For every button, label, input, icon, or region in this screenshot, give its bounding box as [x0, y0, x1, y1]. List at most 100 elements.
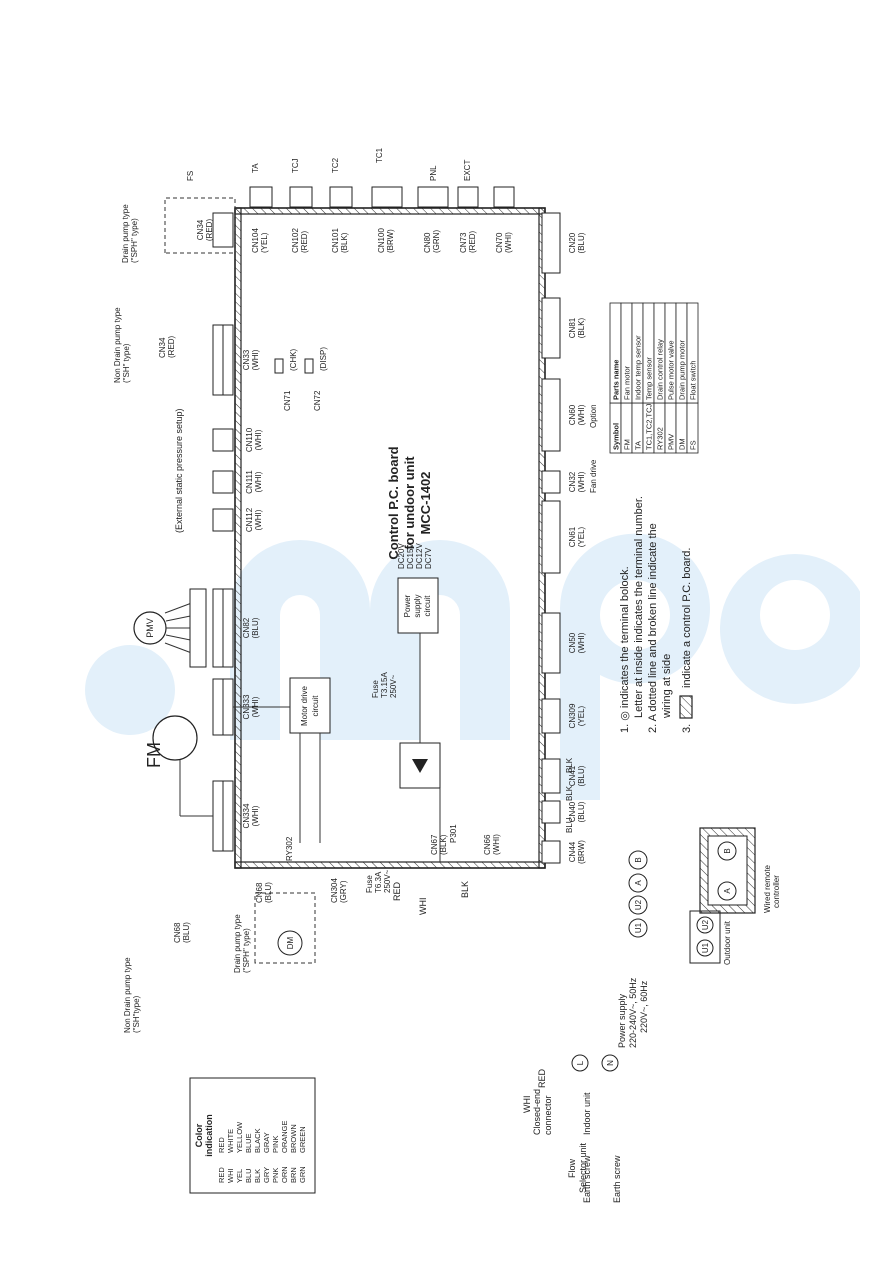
svg-text:CN66: CN66: [483, 834, 492, 855]
color-name: BLACK: [253, 1128, 262, 1153]
svg-text:Fuse: Fuse: [371, 680, 380, 698]
svg-text:U2: U2: [634, 899, 643, 910]
svg-text:DC7V: DC7V: [424, 547, 433, 569]
connector-cn104: CN104 (YEL) TA: [249, 163, 273, 253]
svg-text:circuit: circuit: [311, 695, 320, 717]
svg-text:(BLU): (BLU): [577, 232, 586, 253]
svg-text:wiring at side: wiring at side: [661, 654, 673, 719]
connector-cn50: CN50 (WHI): [541, 612, 586, 674]
color-name: BLUE: [244, 1133, 253, 1153]
color-legend-subtitle: indication: [204, 1114, 214, 1157]
rectifier: [399, 742, 441, 789]
svg-text:PMV: PMV: [145, 618, 155, 638]
parts-table-symbol: FS: [689, 440, 698, 450]
color-name: RED: [217, 1137, 226, 1153]
svg-text:(BLU): (BLU): [577, 801, 586, 822]
svg-text:CN334: CN334: [242, 803, 251, 828]
svg-text:BLK: BLK: [460, 881, 470, 898]
svg-text:A: A: [723, 888, 732, 894]
svg-text:B: B: [634, 857, 643, 862]
color-code: ORN: [280, 1166, 289, 1183]
svg-text:CN32: CN32: [568, 471, 577, 492]
svg-text:Closed-end: Closed-end: [532, 1089, 542, 1135]
connector-cn101: CN101 (BLK) TC2: [329, 157, 353, 253]
svg-text:3.: 3.: [681, 724, 693, 733]
svg-text:CN110: CN110: [245, 427, 254, 452]
parts-table-symbol: FM: [623, 439, 632, 450]
parts-table-symbol: DM: [678, 438, 687, 450]
svg-text:Letter at inside indicates the: Letter at inside indicates the terminal …: [633, 496, 645, 718]
svg-text:Non Drain pump type: Non Drain pump type: [123, 957, 132, 1033]
parts-table-symbol: PMV: [667, 434, 676, 450]
connector-cn80: CN80 (GRN) PNL: [417, 165, 449, 253]
svg-text:(WHI): (WHI): [577, 471, 586, 492]
svg-text:("SH"type): ("SH"type): [132, 995, 141, 1033]
connector-cn32: CN32 (WHI) Fan drive: [541, 459, 598, 494]
svg-text:connector: connector: [543, 1095, 553, 1135]
svg-text:DM: DM: [286, 936, 295, 949]
svg-text:CN61: CN61: [568, 526, 577, 547]
svg-text:250V~: 250V~: [389, 674, 398, 698]
svg-text:CN44: CN44: [568, 841, 577, 862]
svg-text:TCJ: TCJ: [291, 158, 300, 173]
connector-cn60: CN60 (WHI) Option: [541, 378, 598, 452]
drain-pump-top: Drain pump type ("SPH" type) FS: [121, 171, 236, 263]
svg-text:Motor drive: Motor drive: [300, 685, 309, 726]
svg-text:(GRN): (GRN): [432, 230, 441, 253]
svg-text:circuit: circuit: [423, 595, 432, 617]
board-model: MCC-1402: [418, 472, 433, 535]
connector-cn82: CN82 (BLU): [212, 588, 260, 668]
svg-text:U1: U1: [701, 942, 710, 953]
parts-table-name: Fan motor: [623, 365, 632, 400]
svg-text:(BLK): (BLK): [439, 834, 448, 855]
svg-text:(BRW): (BRW): [577, 840, 586, 864]
svg-text:(BLU): (BLU): [182, 922, 191, 943]
svg-text:(WHI): (WHI): [504, 232, 513, 253]
svg-text:WHI: WHI: [522, 1096, 532, 1114]
svg-text:(RED): (RED): [205, 219, 214, 242]
connector-cn61: CN61 (YEL): [541, 500, 586, 574]
svg-text:BLU: BLU: [565, 817, 574, 833]
svg-text:Power supply: Power supply: [617, 993, 627, 1048]
svg-text:(RED): (RED): [468, 230, 477, 253]
svg-text:Option: Option: [589, 404, 598, 428]
svg-text:(WHI): (WHI): [251, 349, 260, 370]
non-drain-bottom: Non Drain pump type ("SH"type) CN68 (BLU…: [123, 922, 191, 1033]
svg-text:(RED): (RED): [300, 230, 309, 253]
outdoor-unit: U1 U2 Outdoor unit: [689, 910, 732, 965]
svg-text:(WHI): (WHI): [577, 632, 586, 653]
parts-table-symbol: TC1,TC2,TCJ: [645, 403, 654, 450]
svg-text:(WHI): (WHI): [254, 471, 263, 492]
color-code: GRY: [262, 1167, 271, 1183]
svg-text:CN60: CN60: [568, 404, 577, 425]
parts-table-symbol: TA: [634, 441, 643, 450]
parts-table-name: Drain pump motor: [678, 339, 687, 400]
svg-text:Earth screw: Earth screw: [612, 1155, 622, 1203]
svg-text:(YEL): (YEL): [260, 232, 269, 253]
svg-text:CN82: CN82: [242, 617, 251, 638]
board-subtitle: for undoor unit: [402, 456, 417, 550]
color-code: WHI: [226, 1168, 235, 1183]
color-code: BRN: [289, 1167, 298, 1183]
parts-table-name: Float switch: [689, 360, 698, 400]
svg-text:(DISP): (DISP): [319, 347, 328, 371]
svg-text:EXCT: EXCT: [463, 160, 472, 181]
svg-text:FS: FS: [186, 171, 195, 181]
svg-text:L: L: [576, 1060, 585, 1065]
svg-text:(WHI): (WHI): [251, 805, 260, 826]
connector-cn20: CN20 (BLU): [541, 212, 586, 274]
color-code: BLU: [244, 1168, 253, 1183]
svg-text:(WHI): (WHI): [492, 834, 501, 855]
svg-text:(WHI): (WHI): [254, 509, 263, 530]
svg-text:DC12V: DC12V: [415, 543, 424, 569]
svg-text:(GRY): (GRY): [339, 880, 348, 903]
svg-text:CN111: CN111: [245, 470, 254, 494]
svg-text:220-240V~, 50Hz: 220-240V~, 50Hz: [628, 977, 638, 1048]
svg-text:Outdoor unit: Outdoor unit: [723, 920, 732, 965]
power-supply-circuit: Power supply circuit DC20V DC15V DC12V D…: [397, 543, 439, 634]
svg-text:PNL: PNL: [429, 165, 438, 181]
connector-cn309: CN309 (YEL): [541, 698, 586, 734]
svg-text:TC1: TC1: [375, 147, 384, 163]
